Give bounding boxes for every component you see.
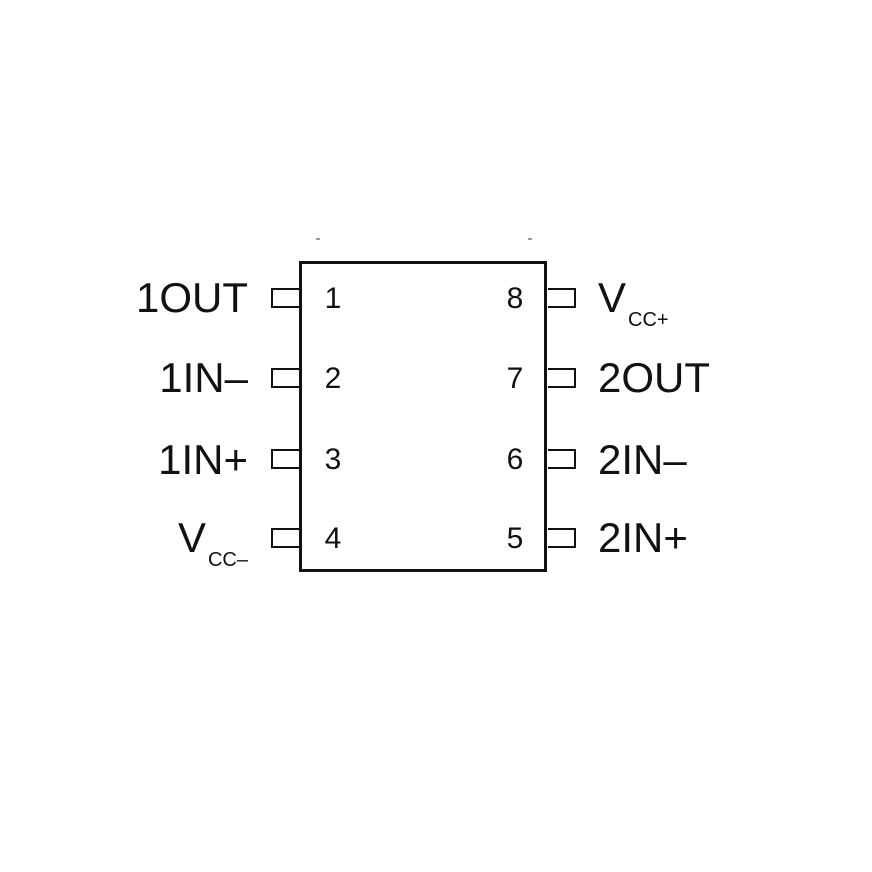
pin-4-number: 4 — [324, 522, 342, 555]
pin-2-label: 1IN– — [159, 354, 248, 401]
pin-8-number: 8 — [506, 282, 524, 315]
pin-8-label-main: V — [598, 274, 627, 321]
pin-8-lead — [548, 288, 576, 308]
pin-5-label: 2IN+ — [598, 514, 688, 561]
pin-1-label: 1OUT — [135, 274, 248, 321]
pin-4-lead — [271, 528, 299, 548]
pin-7-number: 7 — [506, 362, 524, 395]
pin-6-lead — [548, 449, 576, 469]
ic-package-body — [299, 261, 547, 572]
pin-5-lead — [548, 528, 576, 548]
pin-7-lead — [548, 368, 576, 388]
orientation-tick-right — [528, 238, 532, 240]
pin-1-lead — [271, 288, 299, 308]
pin-3-label: 1IN+ — [158, 436, 248, 483]
pin-2-lead — [271, 368, 299, 388]
pin-6-number: 6 — [506, 443, 524, 476]
pin-4-label-main: V — [177, 514, 206, 561]
pin-6-label: 2IN– — [598, 436, 687, 483]
orientation-tick-left — [316, 238, 320, 240]
pin-3-number: 3 — [324, 443, 342, 476]
pin-2-number: 2 — [324, 362, 342, 395]
pin-1-number: 1 — [324, 282, 342, 315]
pin-8-label-subscript: CC+ — [628, 309, 669, 331]
pin-5-number: 5 — [506, 522, 524, 555]
pin-3-lead — [271, 449, 299, 469]
pin-4-label-subscript: CC– — [207, 549, 248, 571]
pin-7-label: 2OUT — [598, 354, 711, 401]
